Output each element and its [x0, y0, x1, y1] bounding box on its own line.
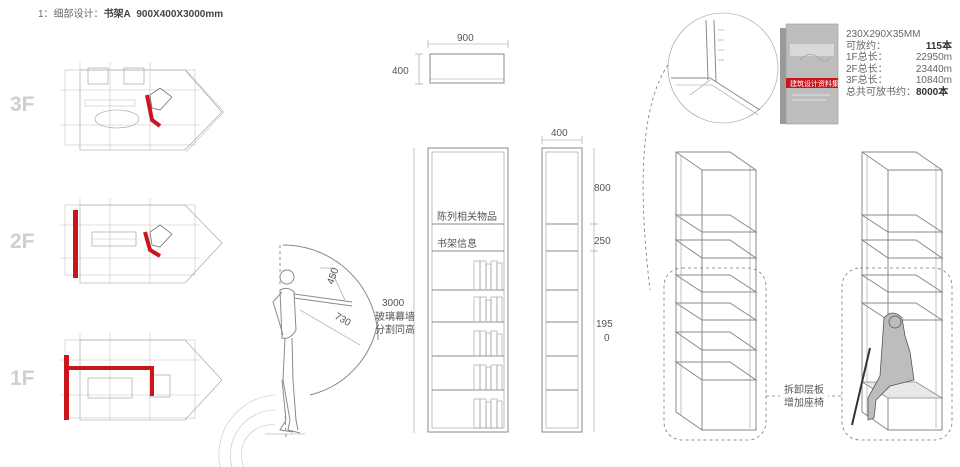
floor-length-value-1f: 22950m	[915, 52, 952, 64]
dim-top-depth: 400	[392, 66, 409, 77]
floor-label-2f: 2F	[10, 230, 35, 253]
joint-detail-circle	[642, 12, 779, 291]
note-line1: 拆卸层板	[784, 383, 824, 396]
floor-length-label-2f: 2F总长：	[846, 63, 888, 75]
dim-top-width: 900	[457, 33, 474, 44]
top-view-bookshelf: 900 400	[392, 33, 509, 85]
title-dims: 900X400X3000mm	[136, 9, 224, 20]
dim-height: 3000	[382, 298, 405, 309]
total-value: 8000本	[916, 86, 949, 98]
book-info-panel: 230X290X35MM 可放约： 115本 1F总长： 22950m 2F总长： 2…	[846, 29, 952, 99]
book-cover: 建筑设计资料集	[780, 23, 839, 125]
dim-seg-bottom-b: 0	[604, 333, 610, 344]
dim-side-width: 400	[551, 128, 568, 139]
page-title: 1：细部设计：书架A 900X400X3000mm	[38, 5, 223, 20]
title-prefix: 1：细部设计：	[38, 9, 104, 20]
floor-length-value-2f: 23440m	[915, 63, 952, 75]
capacity-value: 115本	[925, 40, 952, 52]
reach-label-730: 730	[333, 311, 353, 329]
human-reach-figure: 450 730	[265, 244, 379, 439]
floor-label-1f: 1F	[10, 367, 35, 390]
title-name: 书架A	[103, 9, 131, 20]
floor-length-label-1f: 1F总长：	[846, 52, 888, 64]
shelf-perspective-empty	[674, 151, 758, 431]
dim-seg-mid: 250	[594, 236, 611, 247]
side-elevation-bookshelf: 400 800 250 195 0	[541, 128, 613, 433]
glass-note-line2: 分割同高	[375, 323, 415, 336]
glass-note-line1: 玻璃幕墙	[375, 310, 415, 323]
floor-plan-2f	[60, 198, 223, 284]
total-label: 总共可放书约：	[846, 86, 916, 98]
floor-length-value-3f: 10840m	[915, 75, 952, 87]
dim-seg-bottom-a: 195	[596, 319, 613, 330]
shelf-label-display: 陈列相关物品	[437, 210, 497, 223]
note-line2: 增加座椅	[784, 396, 824, 409]
floor-length-label-3f: 3F总长：	[846, 75, 888, 87]
floor-label-3f: 3F	[10, 93, 35, 116]
floor-plan-1f	[60, 333, 223, 421]
front-elevation-bookshelf: 陈列相关物品 书架信息 3000 玻璃幕墙 分割同高	[375, 147, 509, 433]
dim-seg-top: 800	[594, 183, 611, 194]
floor-plan-3f	[60, 62, 225, 153]
book-size: 230X290X35MM	[846, 29, 921, 40]
dashed-frame-right	[841, 267, 953, 441]
shelf-label-info: 书架信息	[437, 237, 477, 250]
reach-label-450: 450	[325, 266, 341, 286]
dashed-frame-left	[663, 267, 767, 441]
shelf-perspective-seat	[851, 151, 944, 431]
book-cover-title: 建筑设计资料集	[790, 79, 839, 88]
capacity-label: 可放约：	[846, 40, 886, 52]
